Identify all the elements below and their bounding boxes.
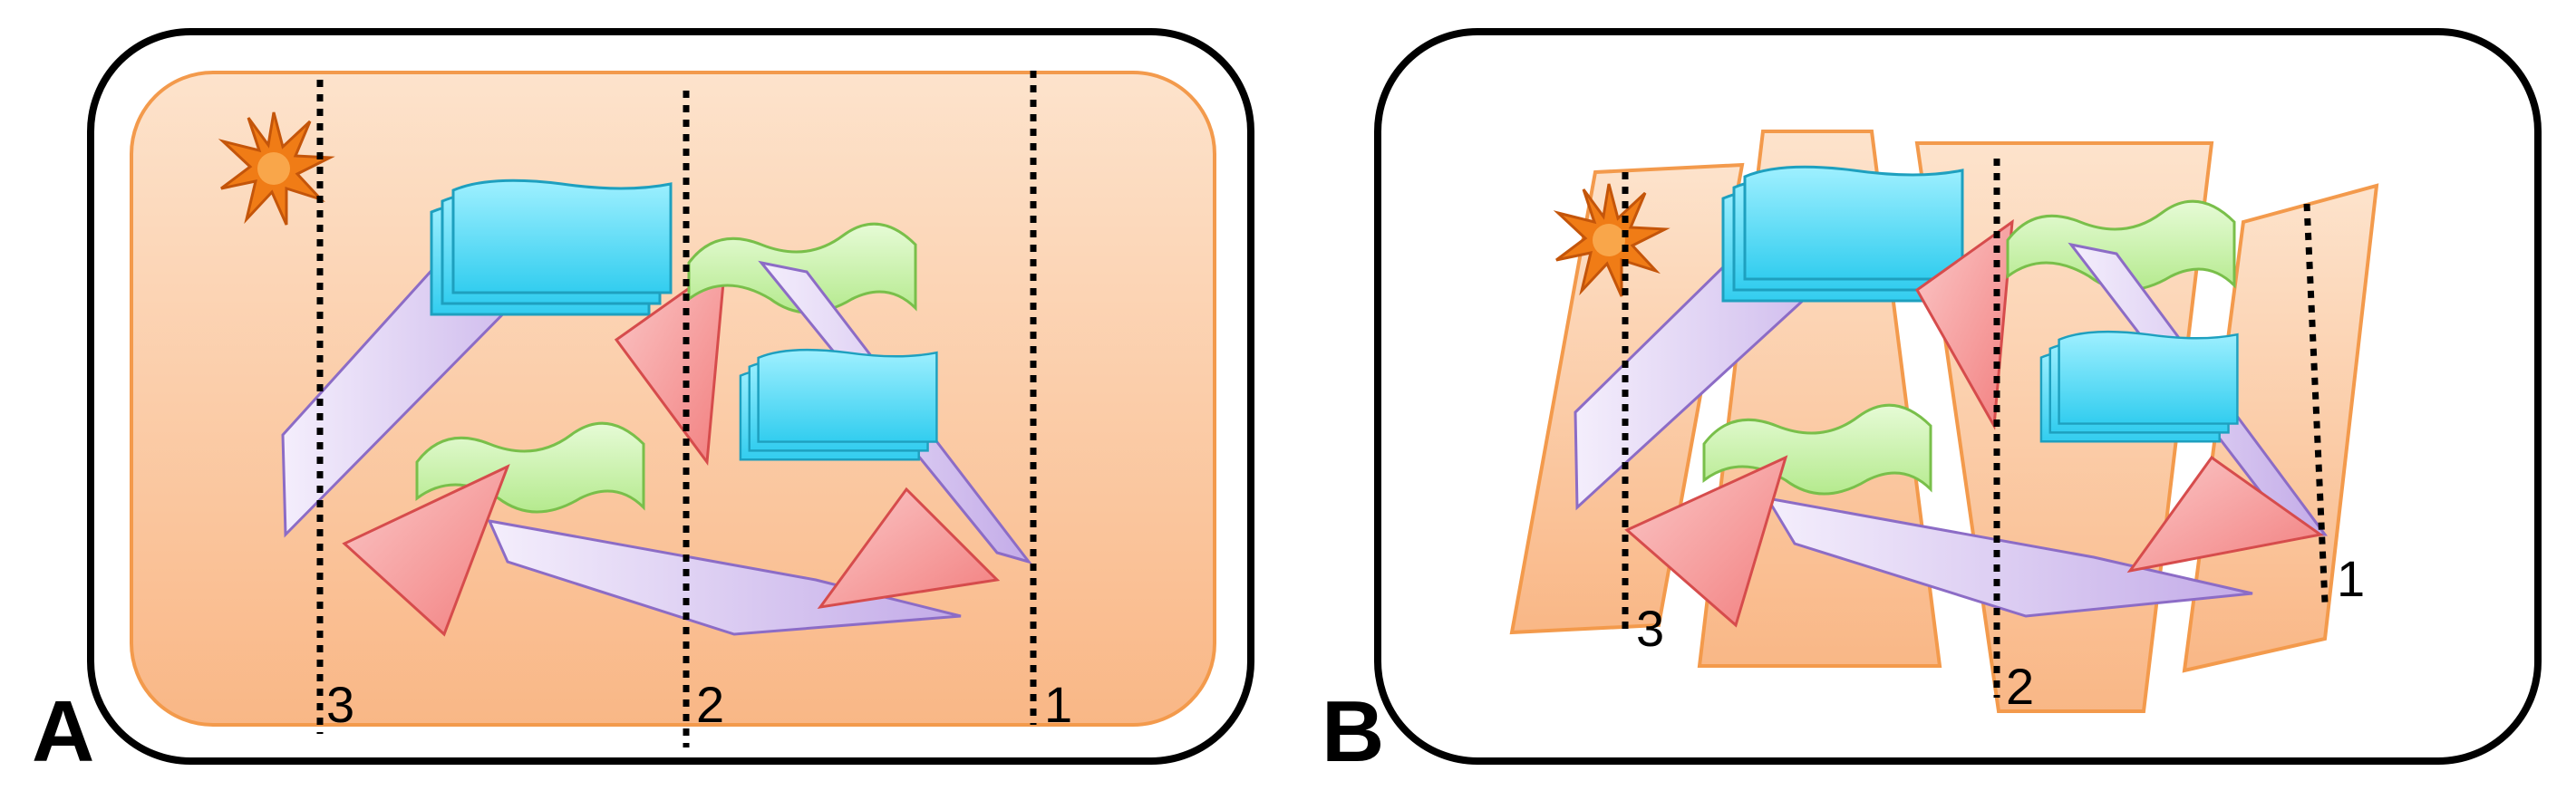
line-label-2: 2 bbox=[696, 676, 724, 733]
purple-bar-horizontal bbox=[1765, 496, 2253, 618]
pink-triangle-center bbox=[1915, 218, 2014, 430]
line-label-2: 2 bbox=[2006, 658, 2034, 715]
purple-bar-horizontal bbox=[487, 519, 962, 636]
panel-letter-a: A bbox=[32, 683, 94, 780]
line-label-1: 1 bbox=[2337, 550, 2365, 607]
cyan-stack-bottom bbox=[739, 348, 938, 461]
pink-triangle-center bbox=[614, 259, 727, 467]
cyan-stack-top bbox=[1721, 165, 1964, 303]
panel-b: 3 2 1 B bbox=[1322, 28, 2542, 780]
line-label-3: 3 bbox=[1636, 600, 1664, 657]
line-label-1: 1 bbox=[1044, 676, 1072, 733]
pink-triangle-left bbox=[1624, 455, 1788, 628]
pink-triangle-right bbox=[817, 487, 1001, 610]
panel-letter-b: B bbox=[1322, 683, 1384, 780]
pink-triangle-left bbox=[342, 464, 510, 637]
line-label-3: 3 bbox=[326, 676, 354, 733]
cyan-stack-top bbox=[430, 178, 673, 316]
cyan-stack-bottom bbox=[2039, 330, 2239, 443]
pink-triangle-right bbox=[2126, 455, 2324, 574]
panel-a: 3 2 1 A bbox=[32, 28, 1254, 780]
